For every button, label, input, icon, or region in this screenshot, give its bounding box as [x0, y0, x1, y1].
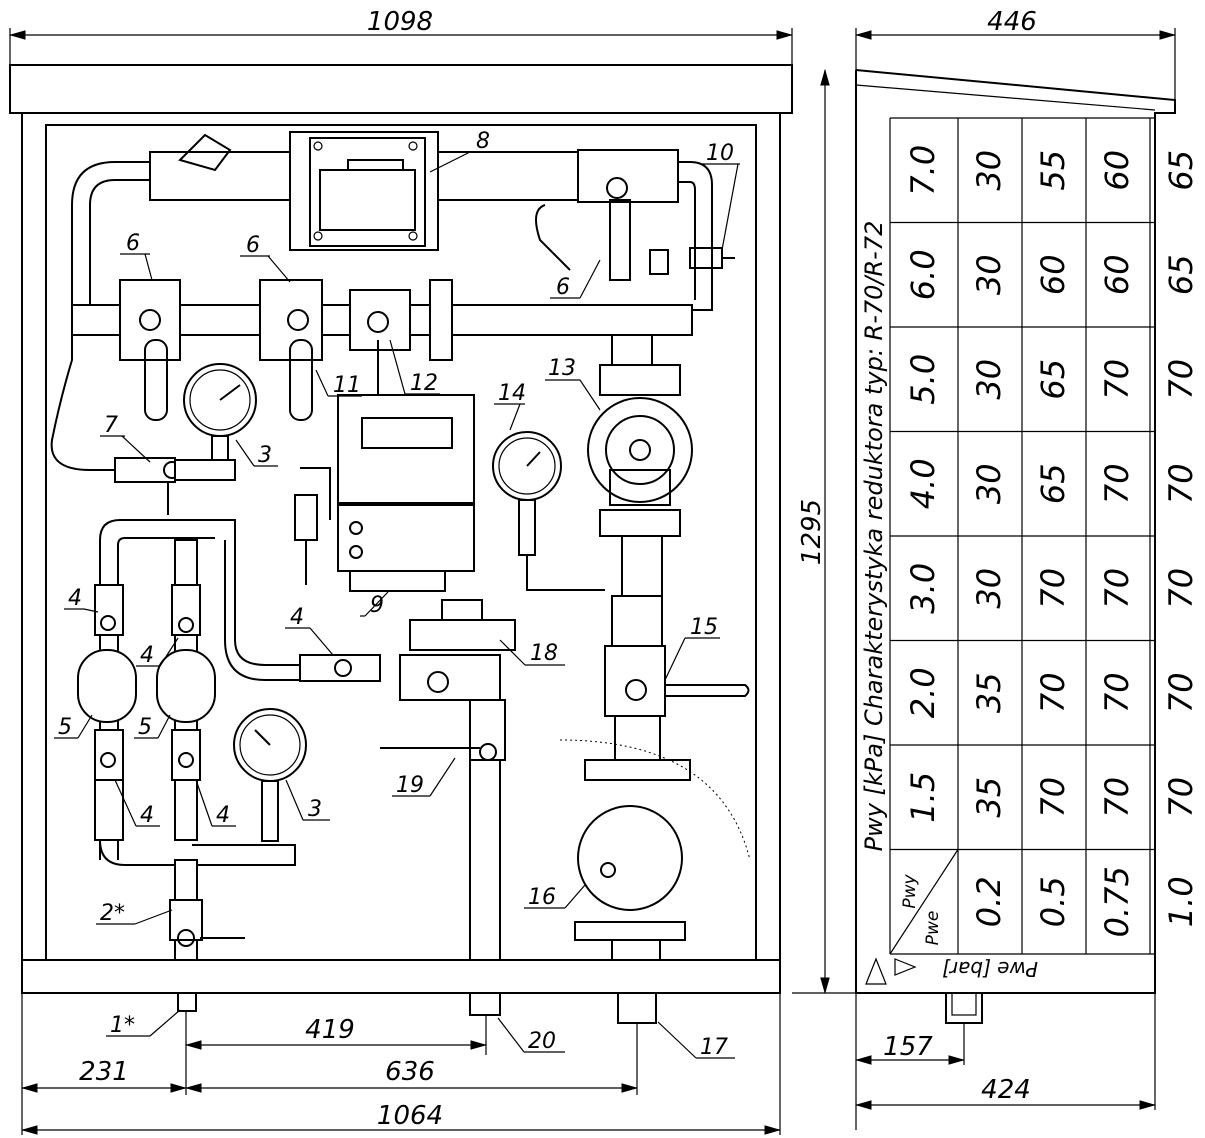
label-4a: 4	[68, 586, 82, 611]
label-4b: 4	[140, 643, 154, 668]
upper-pipe-loop	[71, 131, 735, 421]
dim-446-text: 446	[987, 7, 1037, 37]
label-3a: 3	[258, 443, 272, 468]
label-17: 17	[700, 1035, 728, 1060]
table-cell: 70	[1034, 568, 1072, 609]
label-3b: 3	[308, 797, 322, 822]
pwe-axis-label: Pwe [bar]	[942, 957, 1038, 981]
label-20: 20	[528, 1029, 556, 1054]
cabinet-side: 446 157 424	[854, 7, 1177, 1130]
label-4e: 4	[216, 803, 230, 828]
table-cell: 70	[1162, 568, 1200, 609]
table-cell: 60	[1034, 254, 1072, 295]
label-5b: 5	[138, 715, 152, 740]
label-6c: 6	[556, 275, 570, 300]
dim-1295: 1295	[792, 68, 855, 995]
table-cell: 60	[1098, 254, 1136, 295]
table-cell: 70	[1098, 463, 1136, 504]
dim-636-text: 636	[385, 1057, 435, 1087]
table-cell: 30	[970, 254, 1008, 295]
table-title: Pwy [kPa] Charakterystyka reduktora typ:…	[860, 221, 888, 852]
left-filter-branches	[77, 519, 381, 1012]
table-cell: 60	[1098, 150, 1136, 191]
cabinet-front	[9, 64, 793, 994]
dim-424-text: 424	[981, 1075, 1031, 1105]
pwe-value: 0.5	[1034, 876, 1072, 927]
table-cell: 65	[1162, 254, 1200, 295]
label-12: 12	[410, 371, 438, 396]
table-cell: 70	[1034, 672, 1072, 713]
table-cell: 65	[1034, 359, 1072, 400]
label-16: 16	[528, 885, 556, 910]
table-cell: 70	[1098, 672, 1136, 713]
label-5a: 5	[58, 715, 72, 740]
pwy-value: 7.0	[904, 145, 942, 196]
table-cell: 70	[1162, 463, 1200, 504]
pwy-value: 2.0	[904, 667, 942, 718]
pwe-value: 0.2	[970, 876, 1008, 927]
pwy-value: 1.5	[904, 772, 942, 823]
label-10: 10	[706, 141, 734, 166]
table-cell: 70	[1162, 777, 1200, 818]
table-cell: 55	[1034, 150, 1072, 191]
bottom-dimensions: 419 231 636 1064	[20, 993, 782, 1135]
table-cell: 70	[1098, 359, 1136, 400]
table-cell: 65	[1162, 150, 1200, 191]
table-cell: 70	[1162, 672, 1200, 713]
label-1: 1*	[110, 1013, 135, 1038]
table-cell: 30	[970, 463, 1008, 504]
table-cell: 35	[970, 777, 1008, 818]
label-18: 18	[530, 641, 558, 666]
table-cell: 70	[1162, 359, 1200, 400]
label-2: 2*	[100, 901, 125, 926]
table-cell: 70	[1034, 777, 1072, 818]
valve-7-assembly	[50, 335, 236, 515]
label-13: 13	[548, 356, 576, 381]
label-4d: 4	[140, 803, 154, 828]
gas-volume-corrector	[294, 340, 475, 592]
label-14: 14	[498, 381, 526, 406]
dim-1064-text: 1064	[377, 1101, 443, 1131]
table-cell: 70	[1098, 777, 1136, 818]
table-cell: 70	[1098, 568, 1136, 609]
pwy-header: Pwy	[900, 873, 920, 908]
table-cell: 35	[970, 672, 1008, 713]
part-labels: 6 6 6 8 10 11 12 13 14 15 18 7 3 3 9 4 4…	[54, 129, 740, 1060]
pwy-value: 3.0	[904, 563, 942, 614]
main-pipeline-right	[492, 364, 750, 1024]
label-6b: 6	[246, 233, 260, 258]
dim-157-text: 157	[883, 1032, 933, 1062]
dim-1295-text: 1295	[797, 499, 827, 565]
label-6a: 6	[126, 231, 140, 256]
pwy-value: 6.0	[904, 249, 942, 300]
dim-1098-text: 1098	[367, 7, 433, 37]
label-11: 11	[333, 373, 361, 398]
dim-419-text: 419	[305, 1015, 355, 1045]
dim-1098: 1098	[8, 7, 794, 65]
label-7: 7	[104, 413, 118, 438]
pwe-header: Pwe	[923, 911, 943, 946]
pressure-gauge-lower	[233, 708, 307, 842]
dim-231-text: 231	[79, 1057, 129, 1087]
reducer-characteristic-table: Pwy [kPa] Charakterystyka reduktora typ:…	[860, 117, 1200, 985]
label-8: 8	[476, 129, 490, 154]
label-15: 15	[690, 615, 718, 640]
table-cell: 65	[1034, 463, 1072, 504]
table-cell: 30	[970, 359, 1008, 400]
label-19: 19	[396, 773, 424, 798]
table-cell: 30	[970, 150, 1008, 191]
pwe-value: 0.75	[1098, 866, 1136, 937]
table-cell: 30	[970, 568, 1008, 609]
pwy-value: 4.0	[904, 458, 942, 509]
pwy-value: 5.0	[904, 354, 942, 405]
label-9: 9	[370, 593, 384, 618]
regulator-assembly	[380, 599, 516, 1016]
label-4c: 4	[290, 605, 304, 630]
pwe-value: 1.0	[1162, 876, 1200, 927]
